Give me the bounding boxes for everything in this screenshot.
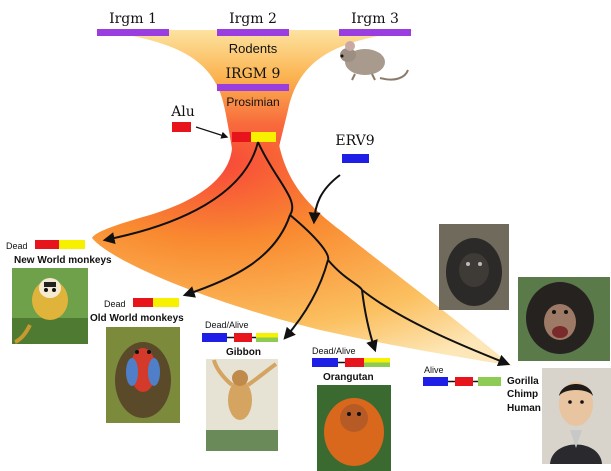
- irgm2-label: Irgm 2: [229, 11, 277, 27]
- nwm-name: New World monkeys: [14, 255, 112, 266]
- irgm9-bar: [217, 84, 289, 91]
- irgm1-label: Irgm 1: [109, 11, 157, 27]
- erv9-bar: [342, 154, 369, 163]
- apes-green-segment: [478, 377, 501, 386]
- apes-erv9-segment: [423, 377, 448, 386]
- chimp-name: Chimp: [507, 389, 538, 400]
- apes-status: Alive: [424, 365, 444, 375]
- alu-bar: [172, 122, 191, 132]
- rodents-label: Rodents: [229, 41, 278, 56]
- gibbon-status: Dead/Alive: [205, 320, 249, 330]
- orangutan-status: Dead/Alive: [312, 346, 356, 356]
- orangutan-name: Orangutan: [323, 372, 374, 383]
- orangutan-alu-segment: [345, 358, 364, 367]
- orangutan-erv9-segment: [312, 358, 338, 367]
- chimp-photo: [518, 277, 610, 361]
- orangutan-green-segment: [364, 363, 390, 368]
- owm-status: Dead: [104, 299, 126, 309]
- orangutan-photo: [317, 385, 391, 471]
- ancestral-yellow-segment: [251, 132, 276, 142]
- gibbon-alu-segment: [234, 333, 252, 342]
- owm-name: Old World monkeys: [90, 313, 184, 324]
- human-name: Human: [507, 403, 541, 414]
- gibbon-green-segment: [256, 338, 278, 343]
- erv9-label: ERV9: [335, 133, 374, 149]
- gibbon-yellow-segment: [256, 333, 278, 338]
- apes-alu-segment: [455, 377, 473, 386]
- gibbon-photo: [206, 359, 278, 451]
- irgm9-label: IRGM 9: [226, 66, 281, 82]
- irgm3-bar: [339, 29, 411, 36]
- human-photo: [542, 368, 611, 464]
- nwm-status: Dead: [6, 241, 28, 251]
- irgm1-bar: [97, 29, 169, 36]
- alu-label: Alu: [170, 104, 195, 120]
- owm-alu-segment: [133, 298, 153, 307]
- ancestral-alu-segment: [232, 132, 251, 142]
- squirrel-monkey-photo: [12, 268, 88, 344]
- alu-arrow: [196, 127, 227, 137]
- mouse-icon: [340, 41, 408, 80]
- irgm2-bar: [217, 29, 289, 36]
- owm-yellow-segment: [153, 298, 179, 307]
- orangutan-yellow-segment: [364, 358, 390, 363]
- gibbon-name: Gibbon: [226, 347, 261, 358]
- gorilla-photo: [439, 224, 509, 310]
- nwm-yellow-segment: [59, 240, 85, 249]
- irgm3-label: Irgm 3: [351, 11, 399, 27]
- prosimian-label: Prosimian: [226, 95, 279, 109]
- mandrill-photo: [106, 327, 180, 423]
- gorilla-name: Gorilla: [507, 376, 539, 387]
- nwm-alu-segment: [35, 240, 59, 249]
- gibbon-erv9-segment: [202, 333, 227, 342]
